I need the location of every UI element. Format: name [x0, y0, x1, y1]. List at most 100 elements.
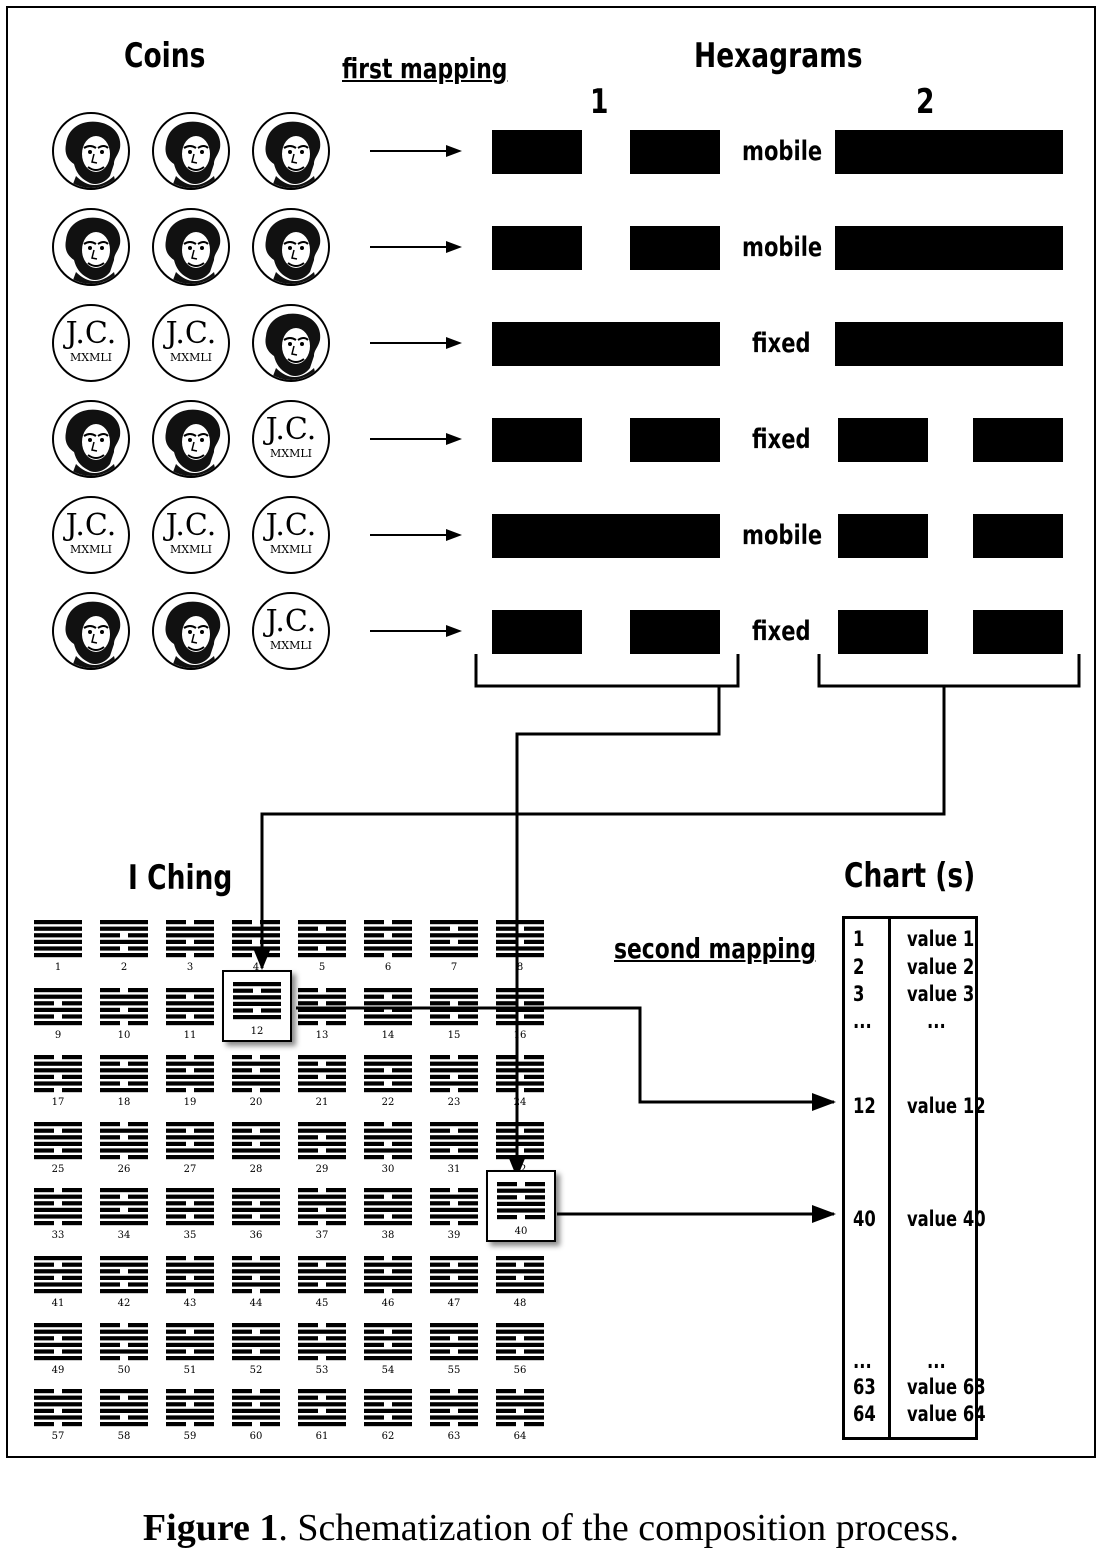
iching-hexagram-number: 31 — [447, 1164, 461, 1175]
iching-hexagram-icon — [298, 988, 346, 1026]
iching-hexagram-icon — [100, 920, 148, 958]
iching-hexagram-icon — [232, 1122, 280, 1160]
iching-hexagram-number: 44 — [249, 1298, 263, 1309]
coin-portrait-icon — [152, 208, 230, 286]
iching-hexagram-number: 35 — [183, 1230, 197, 1241]
hexagram-1-broken-line — [630, 418, 720, 462]
iching-header: I Ching — [128, 858, 233, 898]
iching-hexagram-number: 49 — [51, 1365, 65, 1376]
coin-to-line-arrow — [370, 529, 462, 541]
line-state-label: mobile — [742, 520, 823, 551]
selected-hexagram-number: 40 — [514, 1226, 528, 1237]
coin-to-line-arrow — [370, 145, 462, 157]
coin-portrait-icon — [52, 208, 130, 286]
iching-hexagram-number: 41 — [51, 1298, 65, 1309]
iching-hexagram-number: 2 — [120, 962, 128, 973]
iching-hexagram-number: 17 — [51, 1097, 65, 1108]
iching-hexagram-number: 64 — [513, 1431, 527, 1442]
chart-row-number: 12 — [853, 1094, 876, 1118]
selected-hexagram-number: 12 — [250, 1026, 264, 1037]
iching-hexagram-icon — [298, 1323, 346, 1361]
coin-jc-icon: J.C.MXMLI — [252, 496, 330, 574]
hexagram-1-broken-line — [492, 130, 582, 174]
coin-jc-subtext: MXMLI — [169, 351, 212, 364]
coin-jc-subtext: MXMLI — [169, 543, 212, 556]
iching-hexagram-number: 25 — [51, 1164, 65, 1175]
hexagram-1-broken-line — [492, 610, 582, 654]
iching-hexagram-icon — [496, 1055, 544, 1093]
iching-hexagram-icon — [364, 1055, 412, 1093]
iching-hexagram-number: 50 — [117, 1365, 131, 1376]
iching-hexagram-number: 14 — [381, 1030, 395, 1041]
selected-hexagram-box: 12 — [222, 970, 292, 1042]
iching-hexagram-icon — [496, 988, 544, 1026]
iching-hexagram-number: 57 — [51, 1431, 65, 1442]
iching-hexagram-icon — [298, 1188, 346, 1226]
chart-row-number: 1 — [853, 927, 865, 951]
iching-hexagram-icon — [232, 1256, 280, 1294]
coin-jc-text: J.C. — [65, 508, 117, 543]
coin-jc-icon: J.C.MXMLI — [152, 496, 230, 574]
coin-portrait-icon — [52, 400, 130, 478]
caption-text: . Schematization of the composition proc… — [278, 1507, 960, 1549]
caption-label: Figure 1 — [142, 1507, 279, 1549]
iching-hexagram-number: 38 — [381, 1230, 395, 1241]
coin-jc-subtext: MXMLI — [269, 639, 312, 652]
hexagram-1-broken-line — [492, 418, 582, 462]
iching-hexagram-number: 43 — [183, 1298, 197, 1309]
iching-hexagram-icon — [34, 1389, 82, 1427]
selected-hexagram-icon — [497, 1182, 545, 1224]
iching-hexagram-icon — [298, 920, 346, 958]
chart-row-value: ... — [927, 1349, 946, 1373]
coin-jc-text: J.C. — [265, 412, 317, 447]
iching-hexagram-number: 36 — [249, 1230, 263, 1241]
iching-hexagram-icon — [430, 988, 478, 1026]
coin-jc-icon: J.C.MXMLI — [52, 304, 130, 382]
coin-jc-icon: J.C.MXMLI — [252, 592, 330, 670]
iching-hexagram-icon — [298, 1055, 346, 1093]
iching-hexagram-number: 18 — [117, 1097, 131, 1108]
iching-hexagram-icon — [166, 1055, 214, 1093]
chart-row-number: 64 — [853, 1402, 876, 1426]
iching-hexagram-icon — [364, 1122, 412, 1160]
iching-hexagram-number: 30 — [381, 1164, 395, 1175]
hexagram-1-broken-line — [630, 226, 720, 270]
hexagram-2-solid-line — [835, 130, 1063, 174]
coin-jc-subtext: MXMLI — [269, 447, 312, 460]
coins-header: Coins — [124, 36, 206, 76]
hexagram-2-solid-line — [835, 226, 1063, 270]
coin-portrait-icon — [52, 112, 130, 190]
selected-hexagram-box: 40 — [486, 1170, 556, 1242]
coin-portrait-icon — [252, 304, 330, 382]
iching-hexagram-number: 62 — [381, 1431, 395, 1442]
iching-hexagram-number: 3 — [186, 962, 194, 973]
iching-hexagram-icon — [100, 1389, 148, 1427]
iching-hexagram-number: 48 — [513, 1298, 527, 1309]
chart-row-value: ... — [927, 1009, 946, 1033]
coin-jc-icon: J.C.MXMLI — [252, 400, 330, 478]
chart-row-number: 40 — [853, 1207, 876, 1231]
iching-hexagram-number: 15 — [447, 1030, 461, 1041]
iching-hexagram-icon — [100, 988, 148, 1026]
hexagram-1-broken-line — [630, 130, 720, 174]
iching-hexagram-icon — [166, 1323, 214, 1361]
iching-hexagram-icon — [34, 1323, 82, 1361]
line-state-label: mobile — [742, 136, 823, 167]
iching-hexagram-icon — [34, 1188, 82, 1226]
coin-jc-text: J.C. — [165, 508, 217, 543]
iching-hexagram-icon — [364, 1188, 412, 1226]
iching-hexagram-number: 53 — [315, 1365, 329, 1376]
iching-hexagram-number: 5 — [318, 962, 326, 973]
line-state-label: mobile — [742, 232, 823, 263]
line-state-label: fixed — [752, 328, 811, 359]
iching-hexagram-icon — [298, 1389, 346, 1427]
iching-hexagram-icon — [496, 1256, 544, 1294]
iching-hexagram-icon — [166, 1256, 214, 1294]
iching-hexagram-number: 1 — [54, 962, 62, 973]
iching-hexagram-icon — [34, 1055, 82, 1093]
hexagram-2-broken-line — [838, 514, 928, 558]
coin-jc-text: J.C. — [265, 604, 317, 639]
